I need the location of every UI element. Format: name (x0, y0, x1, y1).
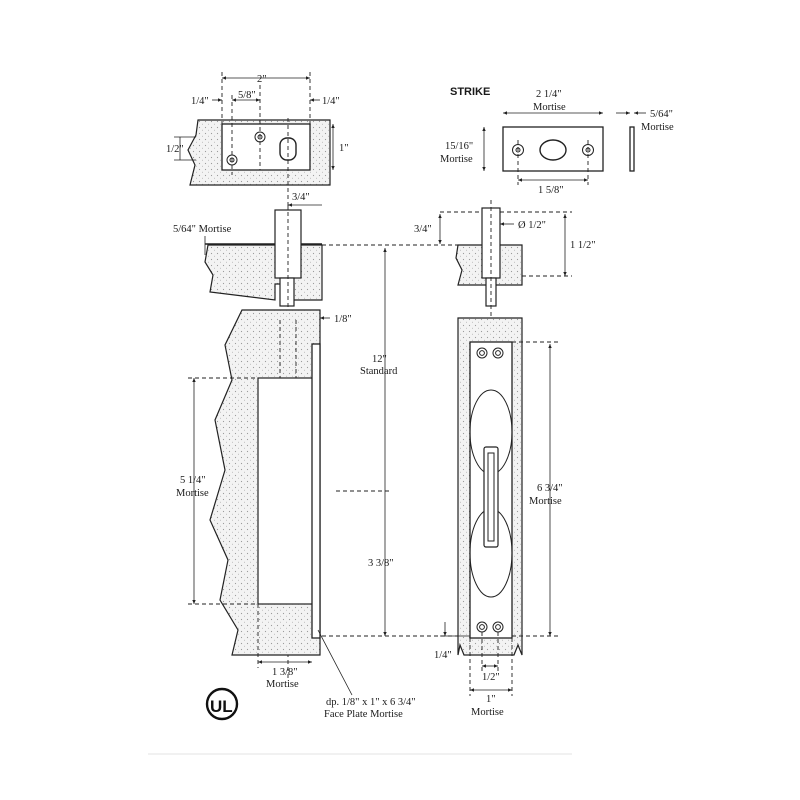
top-mortise-label: 5/64" Mortise (173, 224, 232, 235)
top-plan-view: 2" 1/4" 5/8" 1/4" 1/2" 1" 3/4" (166, 72, 349, 215)
strike-height-value: 15/16" (445, 141, 473, 152)
strike-thickness-label: Mortise (641, 122, 674, 133)
strike-spacing-label: 1 5/8" (538, 185, 564, 196)
one-inch-label: 1" (339, 143, 349, 154)
ul-certification-logo: UL (205, 687, 239, 721)
five-eighths-label: 5/8" (238, 90, 256, 101)
bottom-width-label: Mortise (266, 679, 299, 690)
bottom-width-value: 1 3/8" (272, 667, 298, 678)
right-quarter-label: 1/4" (322, 96, 340, 107)
plate-height-value: 6 3/4" (537, 483, 563, 494)
strike-title: STRIKE (450, 86, 490, 98)
front-top-offset: 3/4" (414, 224, 432, 235)
front-view: 3/4" Ø 1/2" 1 1/2" 6 3/4" Mortise 1/4" (414, 200, 596, 718)
strike-width-value: 2 1/4" (536, 89, 562, 100)
three-quarter-label: 3/4" (292, 192, 310, 203)
strike-view: STRIKE 2 1/4" Mortise 15/16" Mortise 1 5… (440, 86, 674, 196)
bottom-offset-label: 1/4" (434, 650, 452, 661)
mortise-height-value: 5 1/4" (180, 475, 206, 486)
mortise-height-label: Mortise (176, 488, 209, 499)
front-projection: 1 1/2" (570, 240, 596, 251)
ul-logo-text: UL (210, 697, 233, 716)
face-plate-line2: Face Plate Mortise (324, 709, 403, 720)
side-section-view: 5/64" Mortise 1/8" 5 1/4" Mortise 12" St… (173, 205, 470, 720)
plate-height-label: Mortise (529, 496, 562, 507)
strike-height-label: Mortise (440, 154, 473, 165)
top-width-label: 2" (257, 74, 267, 85)
standard-label: Standard (360, 366, 398, 377)
half-label: 1/2" (166, 144, 184, 155)
strike-width-label: Mortise (533, 102, 566, 113)
front-bottom-width-value: 1" (486, 694, 496, 705)
strike-thickness-value: 5/64" (650, 109, 673, 120)
standard-value: 12" (372, 354, 387, 365)
front-diameter: Ø 1/2" (518, 220, 546, 231)
left-quarter-label: 1/4" (191, 96, 209, 107)
inner-half-label: 1/2" (482, 672, 500, 683)
lower-dim-label: 3 3/8" (368, 558, 394, 569)
face-plate-line1: dp. 1/8" x 1" x 6 3/4" (326, 697, 416, 708)
front-bottom-width-label: Mortise (471, 707, 504, 718)
eighth-label: 1/8" (334, 314, 352, 325)
